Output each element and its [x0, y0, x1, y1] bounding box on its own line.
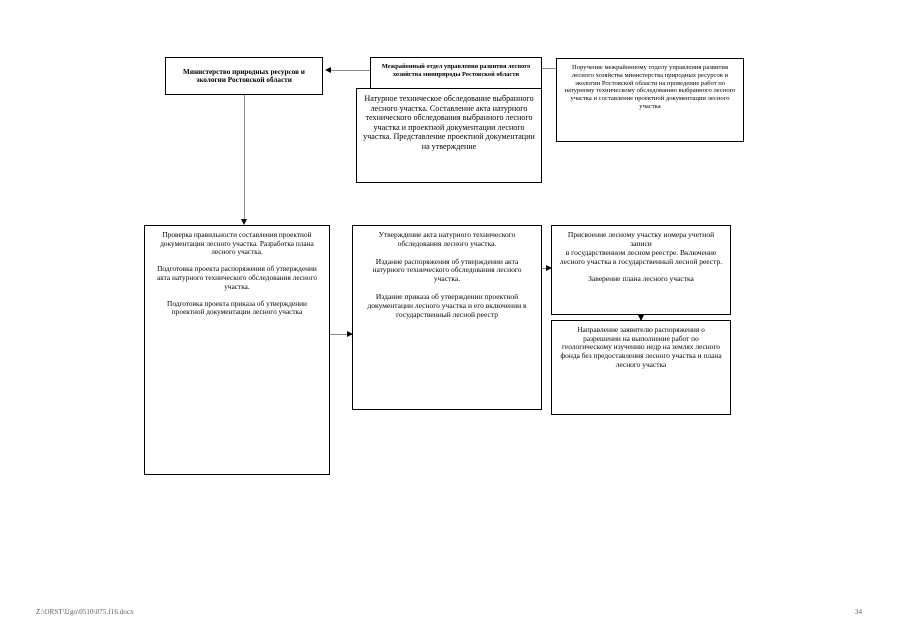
- node-assignment[interactable]: Поручение межрайонному отделу управления…: [556, 58, 744, 142]
- node-notify-label: Направление заявителю распоряжения о раз…: [560, 325, 722, 369]
- connector-check-to-approve: [330, 334, 354, 335]
- node-check-label: Проверка правильности составления проект…: [156, 230, 318, 317]
- node-department-label: Межрайонный отдел управления развития ле…: [381, 63, 531, 78]
- node-survey[interactable]: Натурное техническое обследование выбран…: [356, 88, 542, 183]
- node-check[interactable]: Проверка правильности составления проект…: [144, 225, 330, 475]
- node-assignment-label: Поручение межрайонному отделу управления…: [564, 64, 736, 110]
- node-department[interactable]: Межрайонный отдел управления развития ле…: [370, 57, 542, 91]
- node-notify[interactable]: Направление заявителю распоряжения о раз…: [551, 320, 731, 415]
- connector-assignment-to-department: [535, 68, 557, 69]
- node-approve-label: Утверждение акта натурного технического …: [367, 230, 527, 319]
- node-ministry[interactable]: Министерство природных ресурсов и эколог…: [165, 57, 323, 95]
- node-ministry-label: Министерство природных ресурсов и эколог…: [183, 67, 305, 84]
- connector-ministry-to-check: [244, 95, 245, 223]
- node-survey-label: Натурное техническое обследование выбран…: [363, 94, 535, 151]
- footer-page-number: 34: [855, 608, 862, 616]
- arrowhead-registry-to-notify: [637, 315, 644, 321]
- arrowhead-check-to-approve: [347, 330, 353, 337]
- connector-department-to-ministry: [327, 70, 371, 71]
- footer-file-path: Z:\ORST\Ugo\0510\075.f16.docx: [36, 608, 134, 616]
- node-registry-label: Присвоение лесному участку номера учетно…: [559, 230, 723, 284]
- arrowhead-approve-to-registry: [546, 264, 552, 271]
- arrowhead-ministry-to-check: [240, 219, 247, 225]
- node-registry[interactable]: Присвоение лесному участку номера учетно…: [551, 225, 731, 315]
- node-approve[interactable]: Утверждение акта натурного технического …: [352, 225, 542, 410]
- arrowhead-department-to-ministry: [325, 66, 331, 73]
- page-footer: Z:\ORST\Ugo\0510\075.f16.docx 34: [0, 608, 905, 622]
